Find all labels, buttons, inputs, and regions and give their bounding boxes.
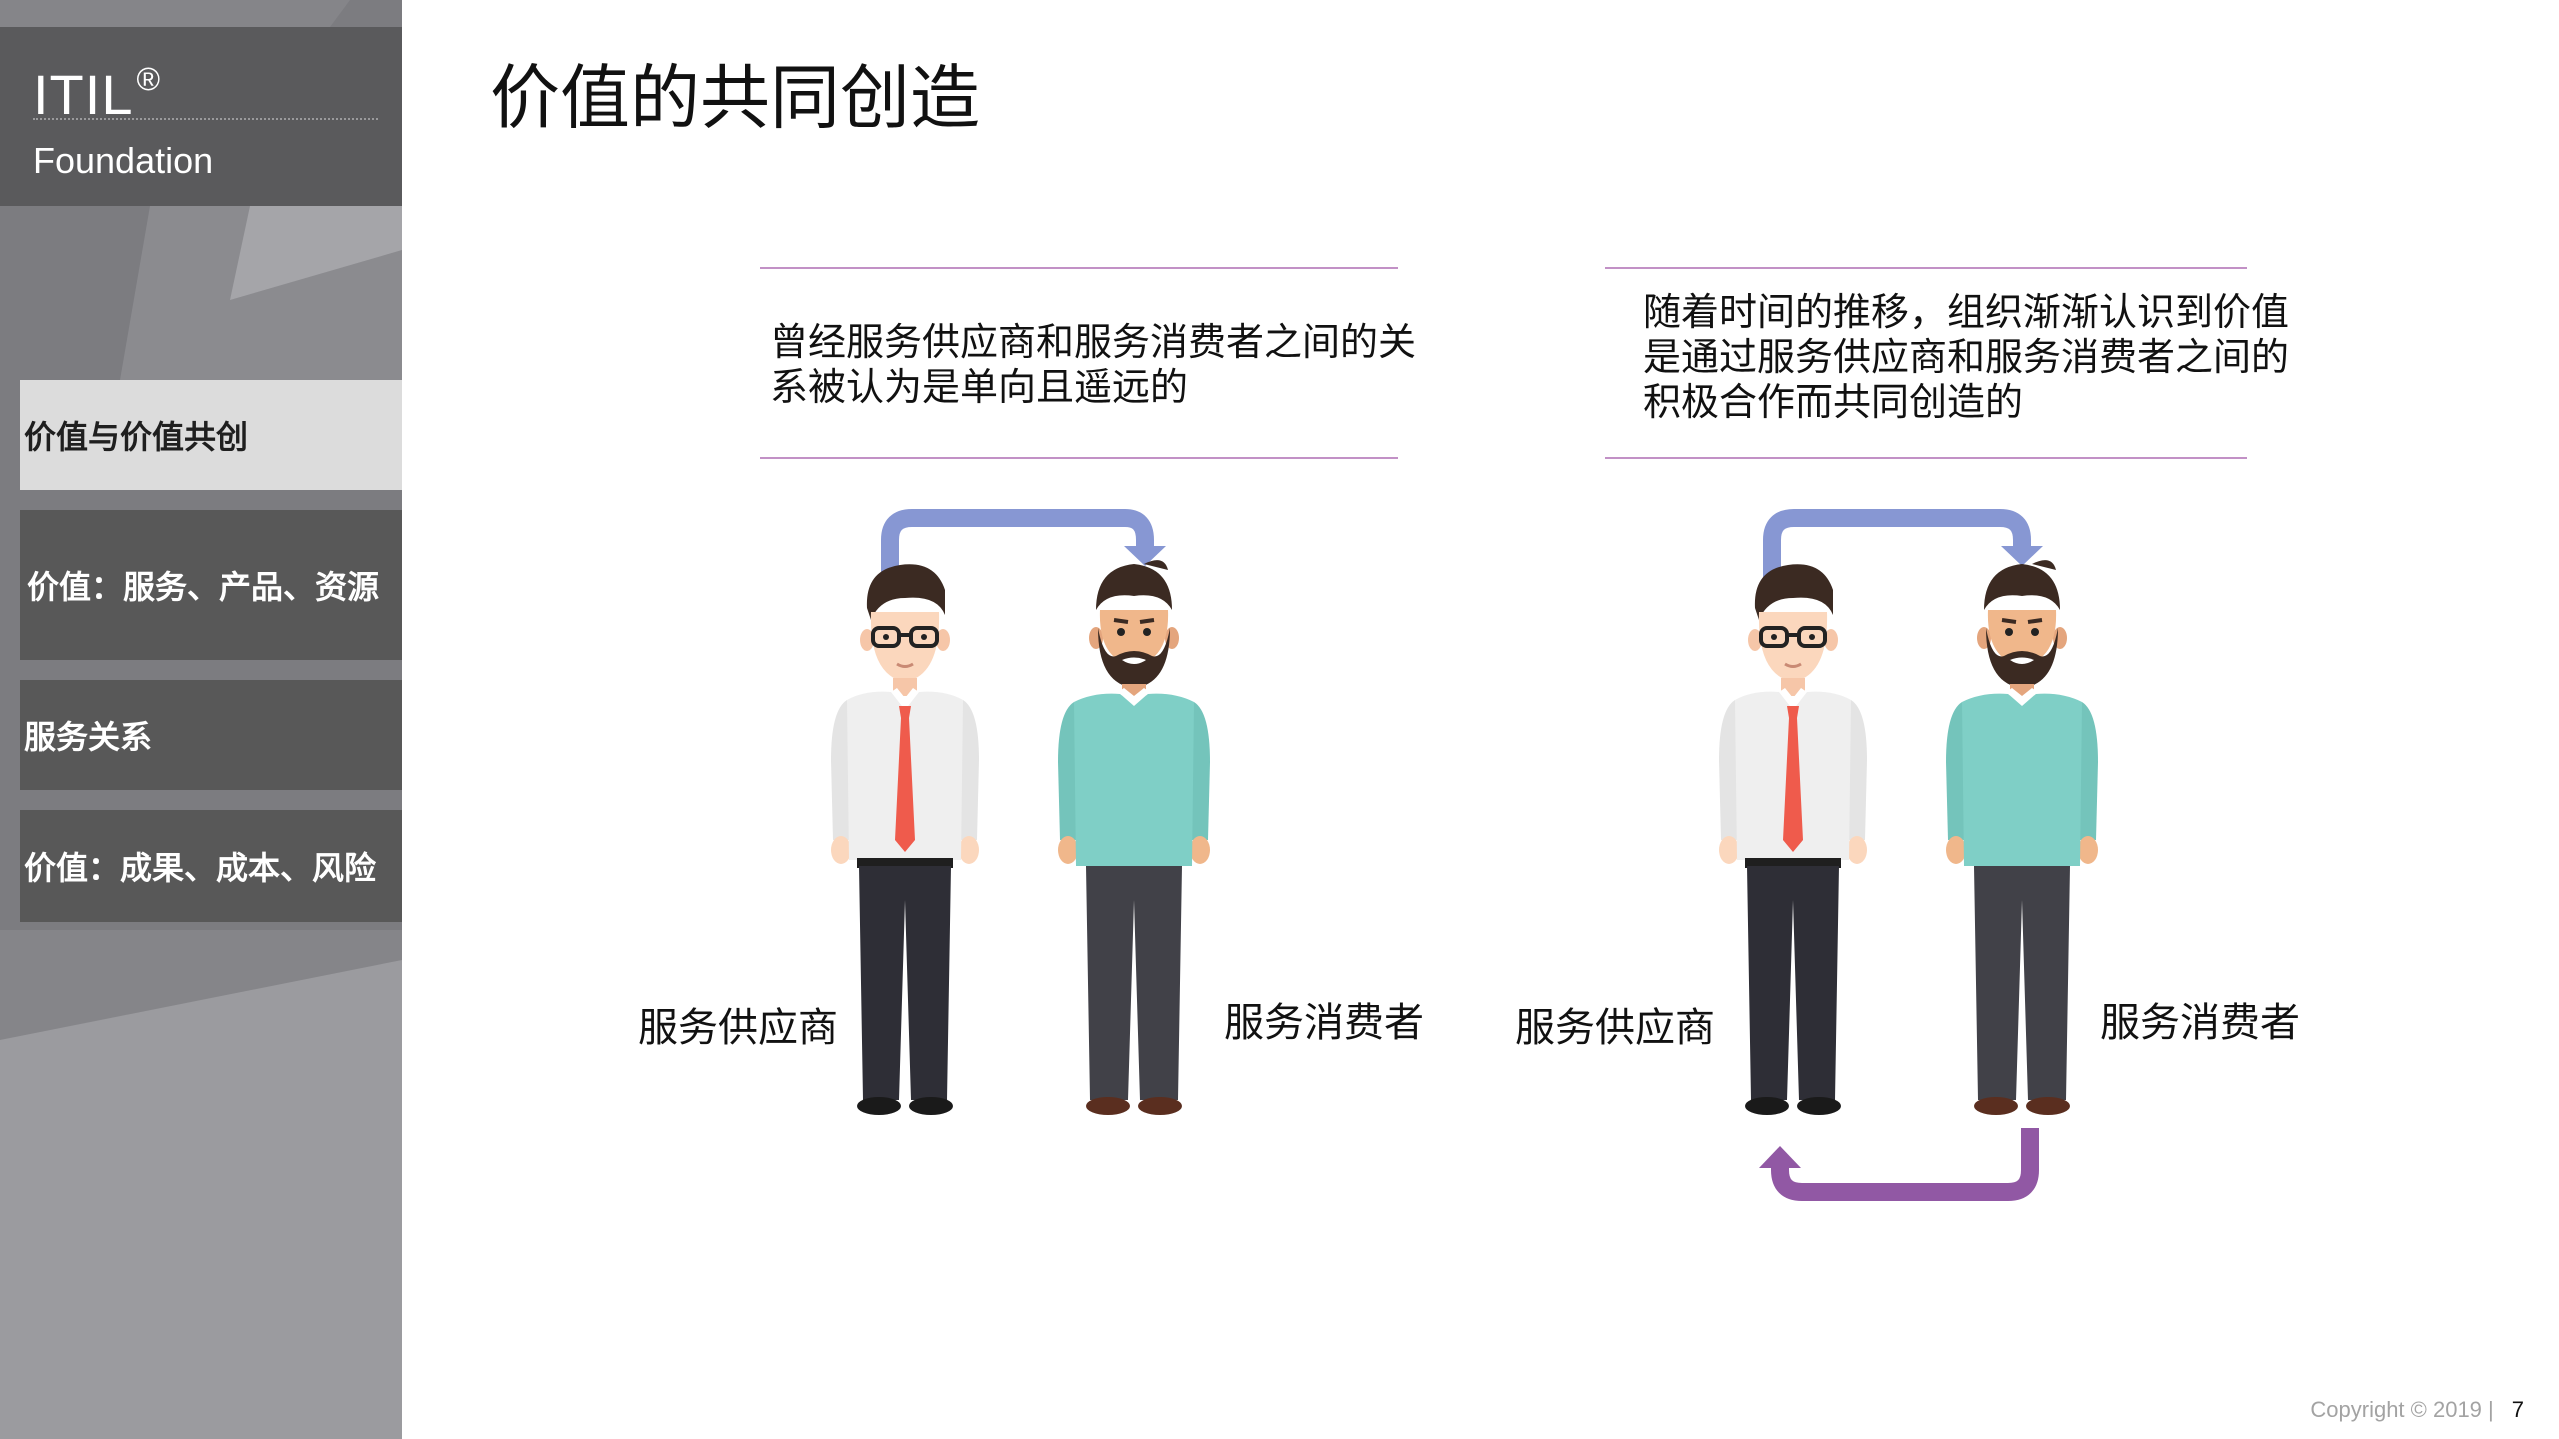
right-caption-bottom-rule <box>1605 457 2247 459</box>
left-provider-to-consumer-arrow <box>881 509 1166 584</box>
sidebar-item-value-services-products-resources[interactable]: 价值：服务、产品、资源 <box>20 510 402 660</box>
sidebar-item-label: 价值：成果、成本、风险 <box>24 849 377 887</box>
left-caption-bottom-rule <box>760 457 1398 459</box>
brand-subtitle: Foundation <box>33 140 214 181</box>
brand-block: ITIL® Foundation <box>0 27 402 206</box>
right-provider-to-consumer-arrow <box>1763 509 2043 584</box>
left-consumer-label: 服务消费者 <box>1224 1000 1424 1046</box>
copyright-text: Copyright © 2019 | <box>2310 1397 2494 1422</box>
left-caption-top-rule <box>760 267 1398 269</box>
sidebar-item-label: 价值与价值共创 <box>24 418 249 456</box>
slide-footer: Copyright © 2019 | 7 <box>2310 1397 2524 1423</box>
right-provider-label: 服务供应商 <box>1515 1005 1715 1051</box>
sidebar: ITIL® Foundation 价值与价值共创 价值：服务、产品、资源 服务关… <box>0 0 402 1439</box>
right-consumer-to-provider-arrow <box>1759 1128 2039 1201</box>
registered-mark: ® <box>136 61 162 97</box>
sidebar-item-value-cocreation[interactable]: 价值与价值共创 <box>20 380 402 490</box>
right-consumer-figure <box>1944 558 2100 1117</box>
right-consumer-label: 服务消费者 <box>2100 1000 2300 1046</box>
right-caption-top-rule <box>1605 267 2247 269</box>
right-caption: 随着时间的推移，组织渐渐认识到价值是通过服务供应商和服务消费者之间的积极合作而共… <box>1643 290 2290 424</box>
sidebar-item-value-outcomes-costs-risks[interactable]: 价值：成果、成本、风险 <box>20 810 402 922</box>
brand-title: ITIL® <box>33 61 162 126</box>
left-caption: 曾经服务供应商和服务消费者之间的关系被认为是单向且遥远的 <box>770 320 1417 409</box>
sidebar-item-label: 服务关系 <box>24 718 153 756</box>
page-title: 价值的共同创造 <box>490 57 980 139</box>
sidebar-item-label: 价值：服务、产品、资源 <box>27 568 380 606</box>
brand-divider <box>33 118 378 120</box>
sidebar-item-service-relationships[interactable]: 服务关系 <box>20 680 402 790</box>
left-provider-figure <box>829 562 981 1117</box>
page-number: 7 <box>2511 1397 2524 1422</box>
right-provider-figure <box>1717 562 1869 1117</box>
left-provider-label: 服务供应商 <box>638 1005 838 1051</box>
left-consumer-figure <box>1056 558 1212 1117</box>
sidebar-background-shapes <box>0 0 402 1439</box>
